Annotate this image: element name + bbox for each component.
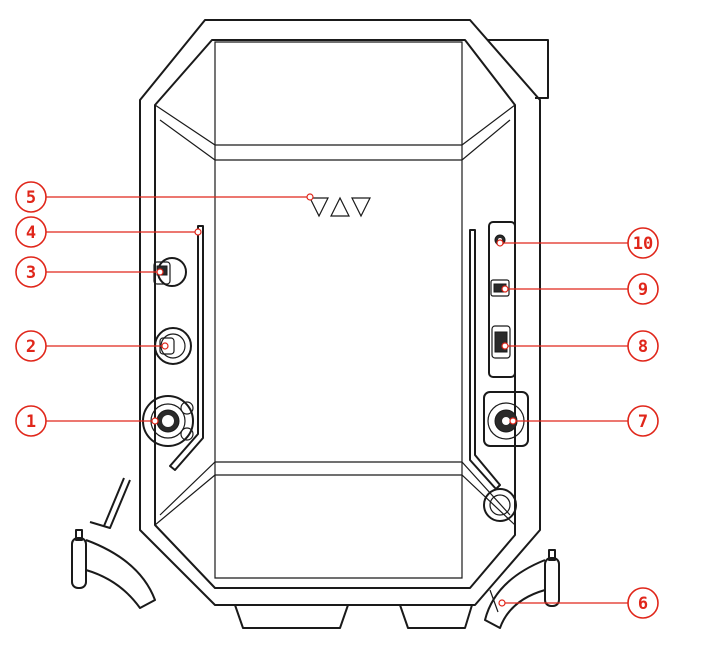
right-handle	[484, 549, 560, 629]
callout-6: 6	[627, 587, 659, 619]
callout-10: 10	[627, 227, 659, 259]
light-strip-slot	[169, 225, 204, 471]
callout-2-label: 2	[26, 337, 36, 357]
callout-2: 2	[15, 330, 47, 362]
callout-10-label: 10	[633, 234, 653, 254]
callout-4: 4	[15, 216, 47, 248]
callout-8: 8	[627, 330, 659, 362]
port-8	[491, 325, 511, 359]
leader-lines	[46, 196, 628, 604]
target-dots	[151, 193, 517, 607]
callout-3-label: 3	[26, 263, 36, 283]
callout-5-label: 5	[26, 188, 36, 208]
callout-9-label: 9	[638, 280, 648, 300]
callout-7-label: 7	[638, 412, 648, 432]
connector-7	[483, 391, 529, 447]
callout-5: 5	[15, 181, 47, 213]
callout-4-label: 4	[26, 223, 36, 243]
left-handle	[71, 477, 156, 609]
callout-3: 3	[15, 256, 47, 288]
callout-1: 1	[15, 405, 47, 437]
logo-triangles	[309, 196, 371, 218]
device-body	[139, 19, 549, 629]
callout-8-label: 8	[638, 337, 648, 357]
callout-9: 9	[627, 273, 659, 305]
round-cap	[483, 488, 517, 522]
callout-7: 7	[627, 405, 659, 437]
right-light-strip	[469, 229, 501, 490]
callout-6-label: 6	[638, 594, 648, 614]
callout-1-label: 1	[26, 412, 36, 432]
